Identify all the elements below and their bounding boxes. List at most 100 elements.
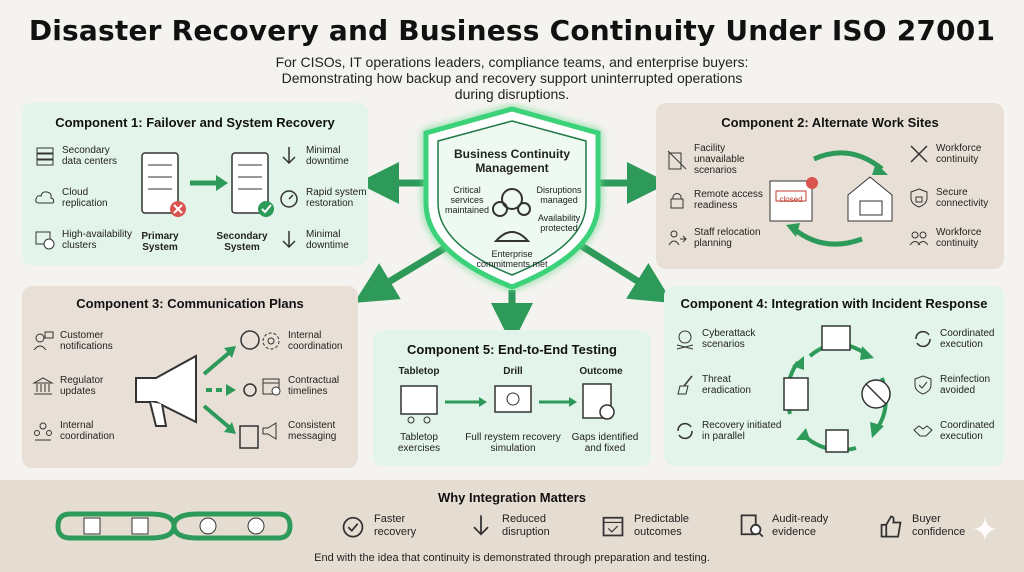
benefit-label: Audit-ready evidence: [772, 513, 829, 538]
center-shield: Business Continuity Management Critical …: [414, 103, 610, 293]
c2-left-label: Staff relocation planning: [694, 227, 761, 249]
c3-right-item-2: Contractual timelines: [260, 375, 354, 397]
benefit-label: Buyer confidence: [912, 513, 966, 538]
c4-right-label: Reinfection avoided: [940, 374, 991, 396]
c3-right-label: Internal coordination: [288, 330, 343, 352]
connector-arrows: [354, 162, 673, 345]
c5-step-1: Tabletop: [398, 366, 440, 377]
c2-left-item-1: Facility unavailable scenarios: [666, 143, 764, 176]
cloud-icon: [35, 191, 55, 204]
c1-right-item-2: Rapid system restoration: [278, 187, 368, 209]
server-icon: [36, 147, 54, 166]
center-bottom-note: Enterprise commitments met: [476, 249, 548, 269]
c1-item-secondary-dc: Secondary data centers: [34, 145, 132, 167]
shield-check-icon: [914, 375, 932, 395]
component1-panel: Component 1: Failover and System Recover…: [22, 103, 368, 265]
handshake-icon: [913, 425, 933, 437]
sync-icon: [915, 330, 931, 348]
c3-left-item-1: Customer notifications: [32, 330, 126, 352]
integration-loop-illustration: [55, 511, 293, 541]
lock-icon: [670, 193, 684, 209]
c4-right-item-2: Reinfection avoided: [912, 374, 1000, 396]
c5-caption-1: Tabletop exercises: [397, 432, 441, 454]
c3-left-item-3: Internal coordination: [32, 420, 126, 442]
broom-icon: [677, 375, 693, 395]
benefit-faster-recovery: Faster recovery: [340, 513, 430, 539]
benefit-audit-ready: Audit-ready evidence: [738, 513, 836, 539]
stopwatch-icon: [280, 190, 298, 208]
benefit-predictable-outcomes: Predictable outcomes: [600, 513, 700, 539]
c5-step-3: Outcome: [579, 366, 623, 377]
thumbs-up-icon: [880, 515, 902, 538]
c2-left-label: Remote access readiness: [694, 189, 763, 211]
c1-item-label: Secondary data centers: [62, 145, 118, 167]
c5-caption-3: Gaps identified and fixed: [571, 432, 639, 454]
c3-right-item-1: Internal coordination: [260, 330, 354, 352]
c3-left-item-2: Regulator updates: [32, 375, 126, 397]
c4-left-item-2: Threat eradication: [674, 374, 768, 396]
c1-right-label: Minimal downtime: [306, 145, 349, 167]
c1-right-label: Minimal downtime: [306, 229, 349, 251]
sparkle-icon: [973, 517, 997, 541]
testing-flow-illustration: [400, 383, 615, 424]
center-right-note: Disruptions managed: [536, 185, 582, 205]
c3-right-label: Contractual timelines: [288, 375, 340, 397]
center-title: Business Continuity Management: [453, 147, 570, 175]
people-icon: [909, 231, 929, 246]
why-title: Why Integration Matters: [437, 490, 587, 505]
megaphone-illustration: [135, 330, 260, 449]
c1-item-label: Cloud replication: [62, 187, 108, 209]
secondary-system-label: Secondary System: [216, 231, 268, 253]
closed-sign: closed: [779, 195, 803, 204]
refresh-icon: [677, 422, 693, 440]
benefit-label: Predictable outcomes: [634, 513, 690, 538]
incident-cycle-illustration: [783, 325, 891, 453]
footer-note: End with the idea that continuity is dem…: [314, 552, 710, 564]
page-subtitle: For CISOs, IT operations leaders, compli…: [275, 54, 749, 102]
document-search-icon: [740, 514, 764, 538]
c5-step-2: Drill: [503, 366, 523, 377]
stopwatch-check-icon: [342, 516, 364, 538]
benefit-buyer-confidence: Buyer confidence: [878, 513, 972, 539]
team-icon: [34, 422, 52, 441]
calendar-check-icon: [602, 516, 624, 537]
calendar-icon: [262, 378, 281, 396]
down-arrow-icon: [282, 147, 296, 165]
c4-right-item-3: Coordinated execution: [912, 420, 1000, 442]
shield-lock-icon: [910, 188, 928, 208]
c4-left-item-1: Cyberattack scenarios: [674, 328, 768, 350]
workforce-icon: [910, 145, 928, 163]
c1-item-cloud: Cloud replication: [34, 187, 132, 209]
c5-caption-2: Full reystem recovery simulation: [465, 432, 561, 454]
failover-illustration: [141, 152, 274, 217]
c2-right-item-2: Secure connectivity: [908, 187, 1000, 209]
component5-panel: Component 5: End-to-End Testing Tabletop…: [373, 330, 651, 466]
c1-right-item-3: Minimal downtime: [278, 229, 362, 251]
benefit-reduced-disruption: Reduced disruption: [468, 513, 562, 539]
c3-left-label: Internal coordination: [60, 420, 115, 442]
c3-right-item-3: Consistent messaging: [260, 420, 354, 442]
c1-right-item-1: Minimal downtime: [278, 145, 362, 167]
component3-title: Component 3: Communication Plans: [76, 296, 304, 311]
c3-left-label: Customer notifications: [60, 330, 113, 352]
page-title: Disaster Recovery and Business Continuit…: [28, 14, 996, 47]
down-arrow-icon: [473, 515, 489, 536]
center-left-note: Critical services maintained: [444, 185, 490, 215]
c4-left-label: Recovery initiated in parallel: [702, 420, 782, 442]
regulator-icon: [32, 377, 54, 395]
component4-title: Component 4: Integration with Incident R…: [680, 296, 988, 311]
c1-item-ha: High-availability clusters: [34, 229, 136, 251]
c2-left-item-3: Staff relocation planning: [666, 227, 764, 249]
component1-title: Component 1: Failover and System Recover…: [55, 115, 335, 130]
coordination-icon: [262, 332, 280, 350]
c2-right-label: Workforce continuity: [936, 143, 982, 165]
c4-left-label: Cyberattack scenarios: [702, 328, 756, 350]
primary-system-label: Primary System: [141, 231, 179, 253]
c2-left-item-2: Remote access readiness: [666, 189, 764, 211]
benefit-label: Faster recovery: [374, 513, 417, 538]
component2-title: Component 2: Alternate Work Sites: [721, 115, 939, 130]
megaphone-icon: [262, 422, 277, 440]
skull-icon: [676, 330, 694, 350]
component3-panel: Component 3: Communication Plans Custome…: [22, 286, 358, 468]
center-right-note-2: Availability protected: [537, 213, 581, 233]
